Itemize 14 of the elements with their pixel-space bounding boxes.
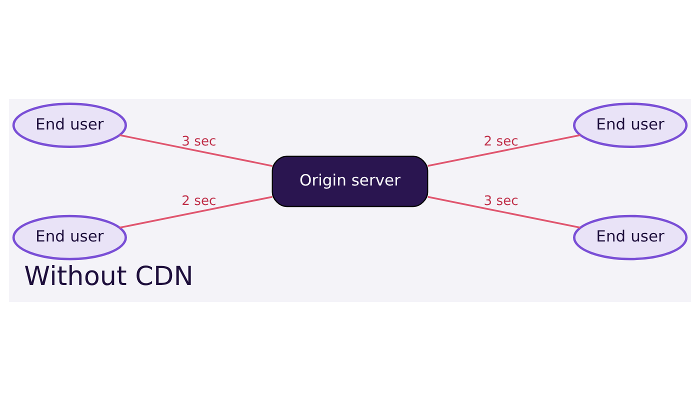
edge-label: 2 sec <box>182 194 216 210</box>
node-box: Origin server <box>272 156 428 208</box>
connector <box>428 196 580 229</box>
node-ellipse: End user <box>12 102 127 148</box>
edge-label: 3 sec <box>182 134 216 150</box>
connector <box>119 196 272 229</box>
connector <box>428 134 580 167</box>
edge-label: 3 sec <box>484 194 518 210</box>
diagram-title: Without CDN <box>24 262 194 292</box>
node-ellipse: End user <box>12 214 127 260</box>
edge-label: 2 sec <box>484 134 518 150</box>
node-ellipse: End user <box>573 102 688 148</box>
node-ellipse: End user <box>573 214 688 260</box>
connector <box>119 134 272 167</box>
